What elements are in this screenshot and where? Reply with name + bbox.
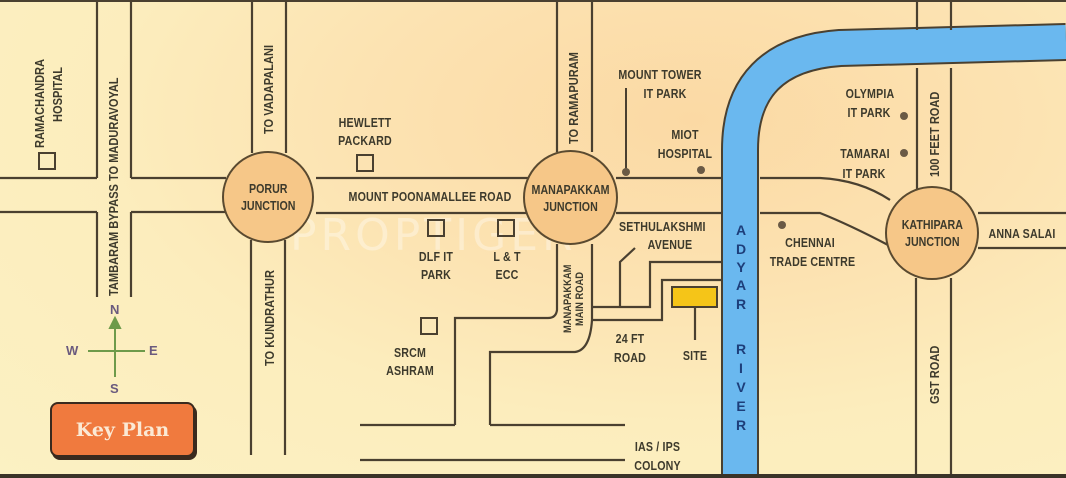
srcm-ashram-label-1: SRCM (393, 345, 427, 360)
sethulakshmi-label-2: AVENUE (647, 237, 693, 252)
tambaram-bypass-label: TAMBARAM BYPASS TO MADURAVOYAL (106, 77, 121, 296)
srcm-ashram-marker (420, 317, 438, 335)
anna-salai-label: ANNA SALAI (988, 226, 1056, 241)
to-vadapalani-label: TO VADAPALANI (261, 44, 276, 134)
ramachandra-hospital-label-2: HOSPITAL (50, 66, 65, 122)
manapakkam-main-road-label-2: MAIN ROAD (574, 271, 586, 326)
compass-rose (88, 315, 145, 377)
to-kundrathur-label: TO KUNDRATHUR (262, 270, 277, 366)
dlf-it-park-marker (427, 219, 445, 237)
compass-west: W (66, 343, 79, 358)
kathipara-junction-label: KATHIPARA JUNCTION (901, 217, 963, 249)
ramachandra-hospital-label-1: RAMACHANDRA (32, 58, 47, 148)
porur-junction: PORUR JUNCTION (222, 151, 314, 243)
kathipara-junction: KATHIPARA JUNCTION (885, 186, 979, 280)
river-letter: E (736, 398, 746, 414)
river-letter: A (735, 277, 747, 293)
miot-hospital-label-2: HOSPITAL (657, 146, 713, 161)
river-letter: D (735, 241, 747, 257)
porur-junction-label: PORUR JUNCTION (240, 181, 296, 213)
gst-road-label: GST ROAD (927, 345, 942, 404)
river-letter: R (735, 296, 747, 312)
river-letter: V (736, 379, 746, 395)
compass-east: E (149, 343, 158, 358)
mount-poonamallee-road-label: MOUNT POONAMALLEE ROAD (348, 189, 512, 204)
miot-hospital-label-1: MIOT (671, 127, 699, 142)
tamarai-it-park-marker (900, 149, 908, 157)
mount-tower-label-1: MOUNT TOWER (618, 67, 702, 82)
to-ramapuram-label: TO RAMAPURAM (566, 52, 581, 144)
key-plan-label: Key Plan (75, 418, 170, 441)
river-letter: R (735, 341, 747, 357)
24ft-road-label-2: ROAD (613, 350, 647, 365)
chennai-trade-centre-marker (778, 221, 786, 229)
manapakkam-junction: MANAPAKKAM JUNCTION (523, 150, 618, 245)
compass-south: S (110, 381, 119, 396)
l-and-t-ecc-marker (497, 219, 515, 237)
srcm-ashram-label-2: ASHRAM (386, 363, 434, 378)
ias-ips-colony-label-2: COLONY (634, 458, 681, 473)
tamarai-it-park-label-1: TAMARAI (840, 146, 890, 161)
river-letter: R (735, 417, 747, 433)
manapakkam-main-road-label-1: MANAPAKKAM (562, 264, 574, 333)
dlf-it-park-label-1: DLF IT (418, 249, 454, 264)
river-letter: I (739, 360, 743, 376)
olympia-it-park-label-1: OLYMPIA (845, 86, 895, 101)
hewlett-packard-label-2: PACKARD (338, 133, 392, 148)
ramachandra-hospital-marker (38, 152, 56, 170)
l-and-t-ecc-label-2: ECC (495, 267, 519, 282)
river-letter: Y (736, 259, 746, 275)
site-label: SITE (682, 348, 708, 363)
mount-tower-label-2: IT PARK (643, 86, 687, 101)
hewlett-packard-label-1: HEWLETT (338, 115, 392, 130)
ias-ips-colony-label-1: IAS / IPS (634, 439, 681, 454)
river-letter: A (735, 222, 747, 238)
tamarai-it-park-label-2: IT PARK (842, 166, 886, 181)
key-plan-badge: Key Plan (50, 402, 195, 457)
100-feet-road-label: 100 FEET ROAD (927, 91, 942, 177)
olympia-it-park-label-2: IT PARK (847, 105, 891, 120)
olympia-it-park-marker (900, 112, 908, 120)
miot-hospital-marker (697, 166, 705, 174)
chennai-trade-centre-label-1: CHENNAI (785, 235, 835, 250)
mount-tower-pointer (622, 88, 630, 176)
dlf-it-park-label-2: PARK (420, 267, 452, 282)
hewlett-packard-marker (356, 154, 374, 172)
sethulakshmi-label-1: SETHULAKSHMI (619, 219, 706, 234)
manapakkam-junction-label: MANAPAKKAM JUNCTION (531, 181, 610, 214)
site-marker (671, 286, 718, 308)
chennai-trade-centre-label-2: TRADE CENTRE (769, 254, 856, 269)
compass-north: N (110, 302, 120, 317)
24ft-road-label-1: 24 FT (615, 331, 645, 346)
l-and-t-ecc-label-1: L & T (493, 249, 521, 264)
